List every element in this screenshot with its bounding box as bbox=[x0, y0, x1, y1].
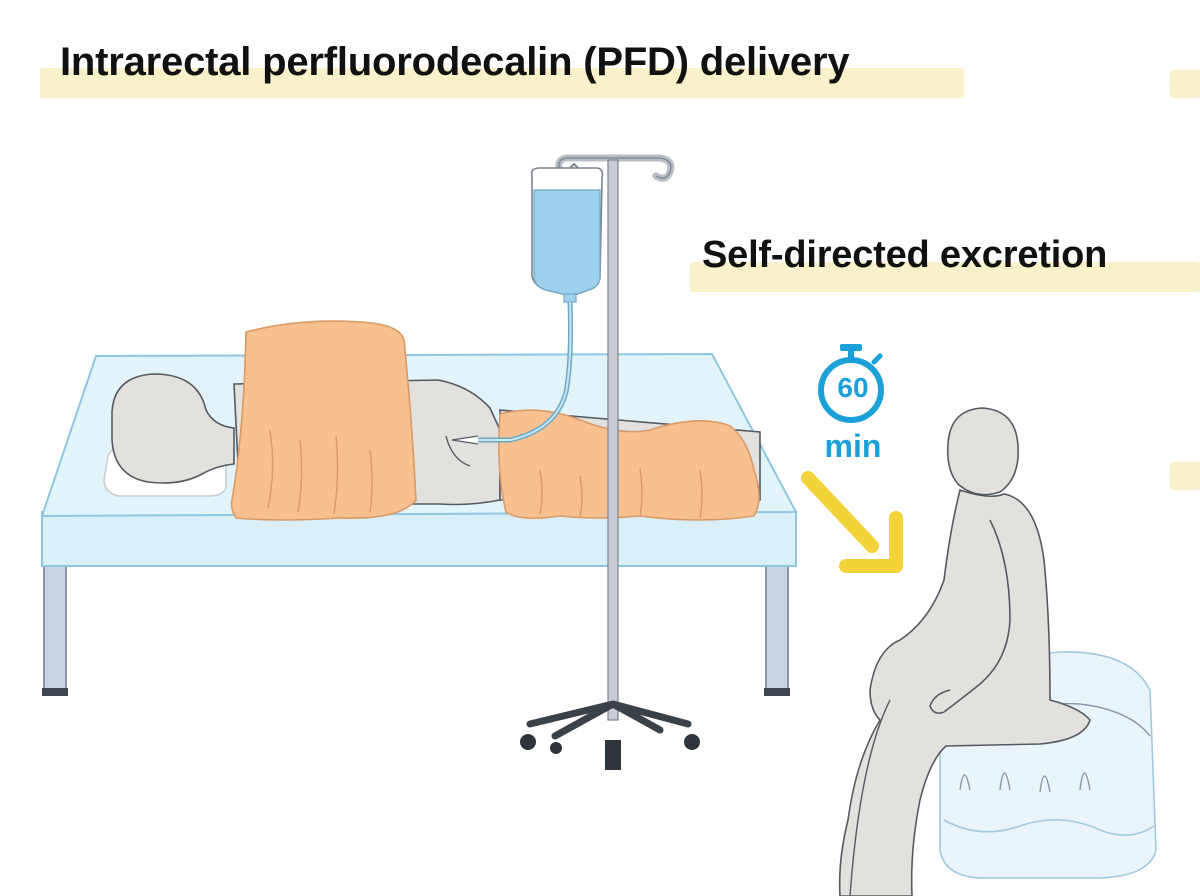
stopwatch-icon bbox=[818, 344, 884, 423]
bed-leg bbox=[43, 565, 67, 695]
seated-body bbox=[838, 488, 1091, 896]
timer-value: 60 bbox=[837, 372, 869, 403]
iv-bag bbox=[451, 162, 604, 445]
timer-unit: min bbox=[824, 428, 882, 464]
right-edge-highlight-top bbox=[1170, 70, 1200, 98]
right-edge-highlight-middle bbox=[1170, 462, 1200, 490]
delivery-title-highlight bbox=[40, 68, 964, 98]
seated-person bbox=[838, 407, 1091, 896]
blanket-upper bbox=[230, 320, 417, 521]
iv-base bbox=[526, 700, 692, 740]
excretion-title-highlight bbox=[690, 262, 1200, 292]
iv-stand bbox=[520, 154, 700, 770]
excretion-section-title: Self-directed excretion bbox=[702, 234, 1108, 276]
bed-leg bbox=[765, 565, 789, 695]
seated-head bbox=[946, 407, 1019, 496]
patient-head bbox=[111, 373, 235, 484]
arrow-down-right-icon bbox=[801, 471, 903, 573]
seated-arm bbox=[943, 519, 1011, 713]
iv-pole bbox=[607, 159, 619, 721]
delivery-section-title: Intrarectal perfluorodecalin (PFD) deliv… bbox=[60, 40, 850, 84]
